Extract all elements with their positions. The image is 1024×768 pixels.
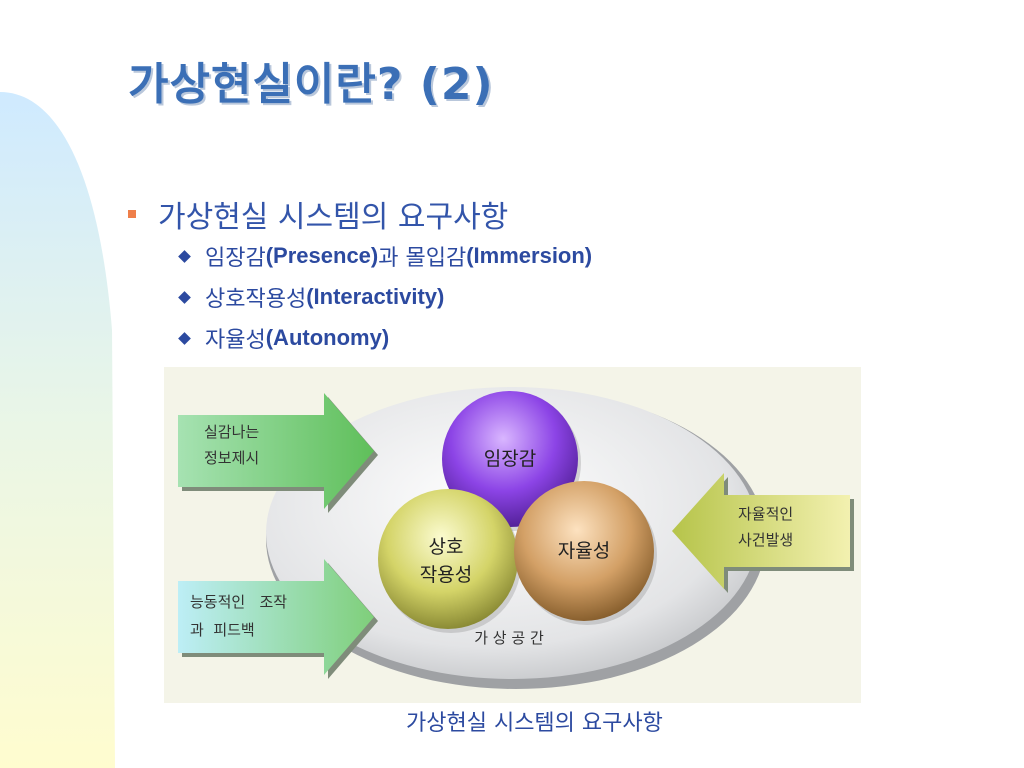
diagram-caption: 가상현실 시스템의 요구사항 (406, 711, 663, 736)
arrow-realistic-info: 실감나는 정보제시 (178, 393, 378, 513)
interactivity-label-line1: 상호 (429, 536, 464, 558)
interactivity-label-line2: 작용성 (420, 564, 472, 586)
virtual-space-label: 가 상 공 간 (474, 629, 544, 647)
sub-bullet-3-en: (Autonomy) (265, 325, 390, 350)
arrow-autonomous-events-line2: 사건발생 (738, 531, 793, 549)
arrow-realistic-info-line1: 실감나는 (204, 423, 259, 441)
sub-bullet-1-mid: 과 몰입감 (378, 246, 467, 271)
main-bullet-text: 가상현실 시스템의 요구사항 (158, 200, 509, 235)
arrow-autonomous-events-line1: 자율적인 (738, 505, 793, 523)
arrow-active-control-line2: 과 피드백 (190, 621, 255, 639)
sub-bullet-presence: 임장감(Presence)과 몰입감(Immersion) (178, 240, 593, 272)
sub-bullet-interactivity: 상호작용성(Interactivity) (178, 281, 445, 313)
sub-bullet-autonomy: 자율성(Autonomy) (178, 322, 390, 354)
slide-title: 가상현실이란? (2) (128, 59, 494, 110)
sub-bullet-1-en: (Presence) (265, 243, 379, 268)
arrow-active-control: 능동적인 조작 과 피드백 (178, 559, 378, 679)
sub-bullet-2-ko: 상호작용성 (205, 287, 307, 312)
arrow-active-control-line1: 능동적인 조작 (190, 593, 287, 611)
sub-bullet-2-en: (Interactivity) (306, 284, 445, 309)
sub-bullet-1-ko: 임장감 (205, 246, 266, 271)
interactivity-circle (378, 489, 518, 629)
sub-bullet-3-ko: 자율성 (205, 328, 266, 353)
arrow-autonomous-events: 자율적인 사건발생 (672, 473, 854, 593)
sub-bullet-1-en2: (Immersion) (466, 243, 593, 268)
presence-circle (442, 391, 578, 527)
diamond-bullet-icon (178, 249, 191, 263)
main-bullet: 가상현실 시스템의 요구사항 (128, 192, 508, 236)
autonomy-circle (514, 481, 654, 621)
arrow-realistic-info-line2: 정보제시 (204, 449, 259, 467)
autonomy-label: 자율성 (558, 540, 610, 562)
diamond-bullet-icon (178, 331, 191, 345)
square-bullet-icon (128, 210, 136, 218)
presence-label: 임장감 (484, 448, 536, 470)
vr-requirements-diagram: 가 상 공 간 실감나는 정보제시 능동적인 조작 과 피드백 자율적인 사건발… (164, 367, 861, 703)
diamond-bullet-icon (178, 290, 191, 304)
